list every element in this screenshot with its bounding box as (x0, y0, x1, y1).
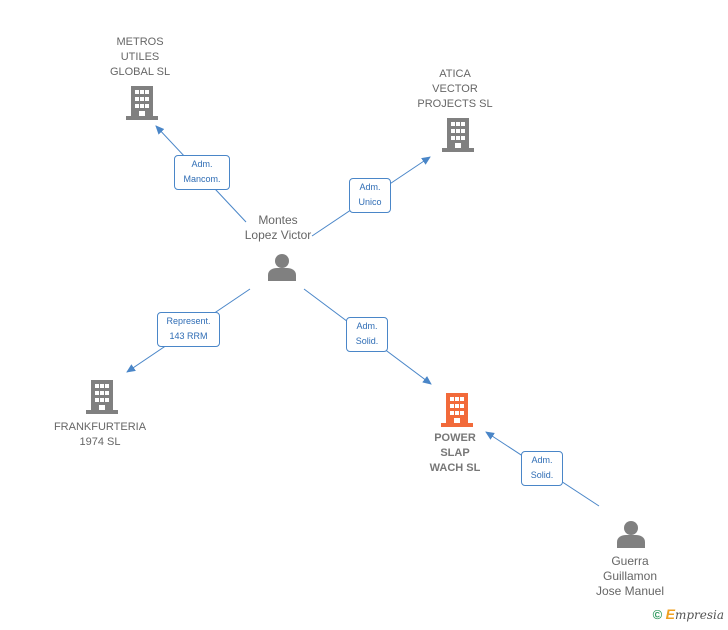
edge-label-adm-solid-guerra: Adm. Solid. (521, 451, 563, 486)
building-icon (86, 380, 118, 414)
brand-watermark: © Empresia (653, 606, 724, 622)
brand-name: mpresia (674, 608, 724, 622)
building-icon (442, 118, 474, 152)
node-label-montes: Montes Lopez Victor (244, 213, 312, 242)
node-label-atica: ATICA VECTOR PROJECTS SL (417, 68, 493, 110)
building-icon (441, 393, 473, 427)
node-label-frankfurteria: FRANKFURTERIA 1974 SL (53, 421, 147, 448)
node-label-guerra: Guerra Guillamon Jose Manuel (595, 554, 665, 598)
edge-label-adm-unico: Adm. Unico (349, 178, 391, 213)
edge-label-adm-mancom: Adm. Mancom. (174, 155, 230, 190)
edge-label-represent: Represent. 143 RRM (157, 312, 220, 347)
building-icon (126, 86, 158, 120)
edge-label-adm-solid-montes: Adm. Solid. (346, 317, 388, 352)
brand-initial: E (665, 606, 675, 622)
copyright-icon: © (652, 607, 663, 622)
person-icon (268, 254, 296, 281)
node-label-metros: METROS UTILES GLOBAL SL (109, 36, 171, 78)
node-label-power: POWER SLAP WACH SL (429, 432, 481, 474)
person-icon (617, 521, 645, 548)
